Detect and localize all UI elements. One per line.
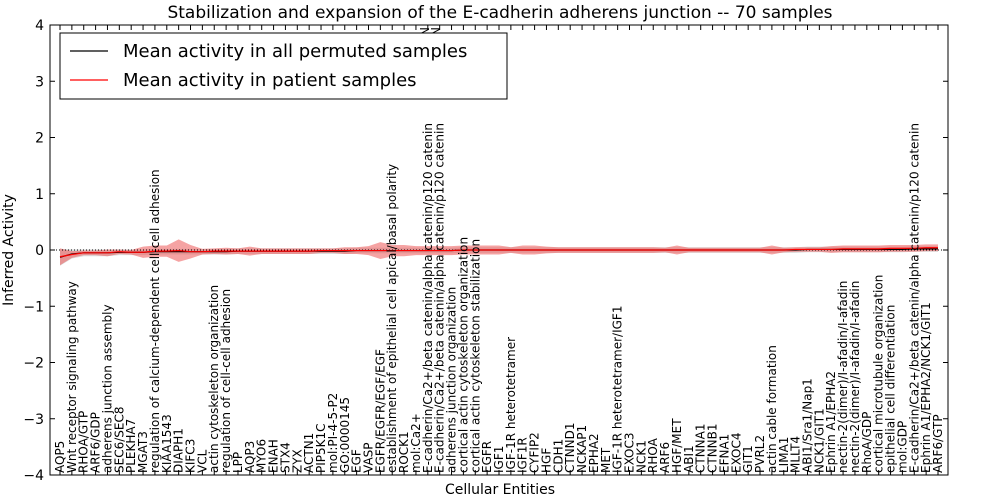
x-tick-label: regulation of cell-cell adhesion xyxy=(219,289,233,473)
x-tick-label: ACTN1 xyxy=(302,433,316,473)
x-tick-label: EGFR xyxy=(480,441,494,473)
x-tick-label: PIP5K1C xyxy=(314,423,328,473)
y-axis-label: Inferred Activity xyxy=(1,194,17,306)
x-tick-label: NCKAP1 xyxy=(575,425,589,473)
x-tick-label: RHOA/GTP xyxy=(77,411,91,473)
x-tick-label: AQP5 xyxy=(53,441,67,473)
y-tick-label: 2 xyxy=(35,131,44,147)
x-tick-label: STX4 xyxy=(278,442,292,473)
x-tick-label: E-cadherin/Ca2+/beta catenin/alpha caten… xyxy=(433,123,447,473)
x-tick-label: KIFC3 xyxy=(184,439,198,473)
series-band-1 xyxy=(60,239,938,266)
x-tick-label: HGF/MET xyxy=(670,418,684,473)
x-tick-label: GO:0000145 xyxy=(338,397,352,473)
x-tick-label: RhoA/GDP xyxy=(860,412,874,473)
y-tick-label: −2 xyxy=(23,356,44,372)
x-tick-label: EFNA1 xyxy=(717,434,731,473)
x-tick-label: NCK1 xyxy=(634,440,648,473)
x-tick-label: ARF6 xyxy=(658,442,672,473)
y-axis: −4 −3 −2 −1 0 1 2 3 4 xyxy=(23,18,948,484)
x-tick-label: SEC6/SEC8 xyxy=(112,407,126,473)
x-tick-label: ABI1 xyxy=(682,445,696,473)
legend-label-1: Mean activity in patient samples xyxy=(123,70,417,91)
x-tick-label: IGF-1R heterotetramer xyxy=(504,337,518,473)
x-tick-label: CDH1 xyxy=(551,439,565,473)
x-tick-label: RHOA xyxy=(646,437,660,473)
y-tick-label: 0 xyxy=(35,243,44,259)
y-tick-label: 3 xyxy=(35,74,44,90)
x-tick-label: CTNNB1 xyxy=(706,423,720,473)
x-tick-label: ARF6/GDP xyxy=(89,412,103,473)
x-tick-label: GIT1 xyxy=(741,445,755,473)
y-tick-label: 4 xyxy=(35,18,44,34)
x-tick-label: DIAPH1 xyxy=(172,428,186,473)
x-tick-label: MET xyxy=(599,447,613,473)
legend: Mean activity in all permuted samplesMea… xyxy=(59,32,508,100)
x-tick-label: EGF xyxy=(350,449,364,473)
x-axis-label: Cellular Entities xyxy=(445,482,555,498)
legend-box xyxy=(59,32,508,100)
y-tick-label: −4 xyxy=(23,468,44,484)
x-tick-label: LIMA1 xyxy=(777,437,791,473)
x-tick-label: E-cadherin/Ca2+/beta catenin/alpha caten… xyxy=(421,123,435,473)
x-tick-label: Wnt receptor signaling pathway xyxy=(65,281,79,473)
x-tick-label: epithelial cell differentiation xyxy=(884,305,898,473)
x-tick-label: NCK1/GIT1 xyxy=(812,408,826,473)
series-line-1 xyxy=(59,247,938,258)
x-tick-label: EXOC3 xyxy=(623,433,637,474)
x-tick-label: cortical microtubule organization xyxy=(872,275,886,473)
y-tick-label: −1 xyxy=(23,299,44,315)
x-tick-label: IGF1R xyxy=(516,437,530,473)
x-tick-label: AQP3 xyxy=(243,441,257,473)
x-tick-label: EXOC4 xyxy=(729,433,743,474)
x-tick-label: regulation of calcium-dependent cell-cel… xyxy=(148,169,162,473)
x-tick-label: mol:PI-4-5-P2 xyxy=(326,393,340,473)
x-tick-label: nectin-2(dimer)/I-afadin/I-afadin xyxy=(836,281,850,473)
x-tick-label: IGF-1R heterotetramer/IGF1 xyxy=(611,306,625,473)
chart-title: Stabilization and expansion of the E-cad… xyxy=(167,3,832,23)
x-tick-label: LPP xyxy=(231,452,245,473)
x-tick-label: actin cytoskeleton organization xyxy=(207,285,221,473)
x-tick-label: CYFIP2 xyxy=(528,432,542,473)
x-tick-label: ZYX xyxy=(290,449,304,473)
x-tick-label: EGFR/EGFR/EGF/EGF xyxy=(373,349,387,473)
y-tick-label: 1 xyxy=(35,187,44,203)
x-tick-label: actin cable formation xyxy=(765,345,779,473)
x-tick-label: Ephrin A1/EPHA2/NCK1/GIT1 xyxy=(919,302,933,473)
x-tick-label: mol:GDP xyxy=(895,421,909,473)
x-tick-label: KIAA1543 xyxy=(160,414,174,473)
x-tick-label: MLLT4 xyxy=(789,436,803,473)
x-tick-label: HGF xyxy=(539,448,553,473)
x-tick-label: PLEKHA7 xyxy=(124,419,138,473)
x-tick-label: cortical actin cytoskeleton stabilizatio… xyxy=(468,239,482,473)
x-tick-label: mol:Ca2+ xyxy=(409,413,423,473)
x-tick-label: MGAT3 xyxy=(136,431,150,473)
x-tick-label: ROCK1 xyxy=(397,431,411,473)
y-tick-label: −3 xyxy=(23,412,44,428)
x-tick-label: E-cadherin/Ca2+/beta catenin/alpha caten… xyxy=(907,123,921,473)
x-tick-label: CTNND1 xyxy=(563,422,577,473)
x-tick-label: cortical actin cytoskeleton organization xyxy=(456,237,470,473)
x-tick-label: VASP xyxy=(361,442,375,473)
x-tick-label: IGF1 xyxy=(492,446,506,473)
x-tick-label: adherens junction assembly xyxy=(100,304,114,473)
x-tick-label: ARF6/GTP xyxy=(931,414,945,473)
legend-label-0: Mean activity in all permuted samples xyxy=(123,41,467,62)
x-tick-label: nectin-2(dimer)/I-afadin/I-afadin xyxy=(848,281,862,473)
x-tick-label: VCL xyxy=(195,449,209,473)
x-tick-label-extra: N xyxy=(429,27,443,36)
x-tick-label-extra: N xyxy=(418,27,432,36)
x-tick-label: ABI1/Sra1/Nap1 xyxy=(800,378,814,473)
x-tick-label: Ephrin A1/EPHA2 xyxy=(824,371,838,473)
x-tick-label: CTNNA1 xyxy=(694,423,708,473)
x-tick-label: MYO6 xyxy=(255,439,269,473)
x-tick-label: adherens junction organization xyxy=(445,287,459,473)
x-tick-label: PVRL2 xyxy=(753,435,767,473)
x-tick-label: ENAH xyxy=(267,439,281,473)
x-tick-label: establishment of epithelial cell apical/… xyxy=(385,164,399,473)
x-tick-label: EPHA2 xyxy=(587,433,601,473)
